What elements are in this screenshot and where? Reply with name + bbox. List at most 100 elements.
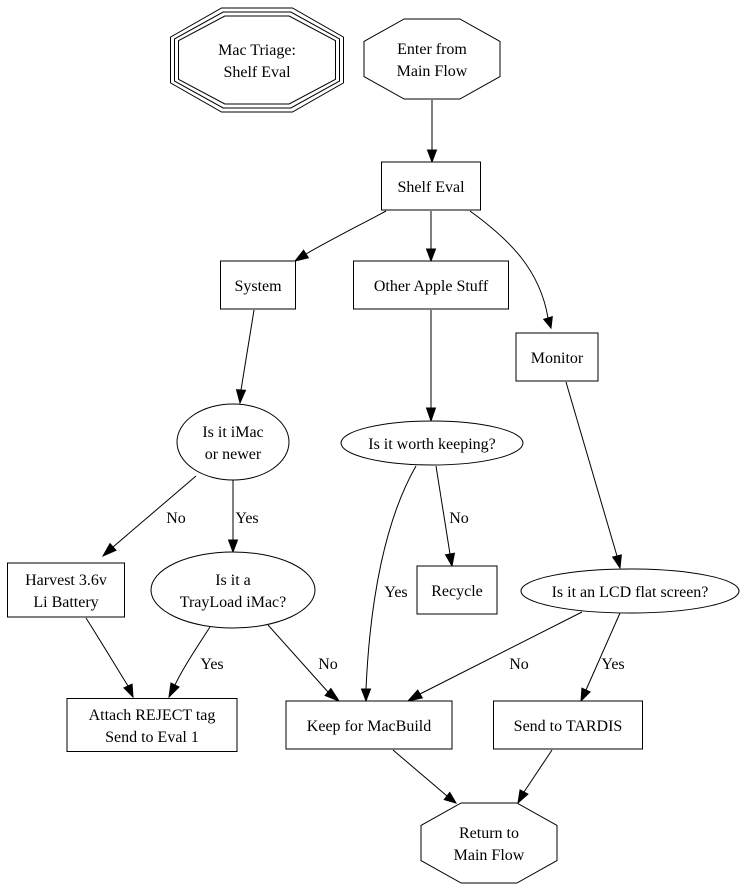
node-label: Main Flow	[454, 847, 525, 864]
arrowhead-icon	[542, 316, 553, 330]
node-label: Is it iMac	[202, 424, 263, 441]
arrowhead-icon	[425, 248, 437, 263]
node-label: Recycle	[431, 583, 483, 600]
arrowhead-icon	[168, 682, 180, 699]
box-shape	[515, 332, 599, 382]
edge-line	[365, 465, 417, 690]
node-label: Shelf Eval	[397, 179, 465, 196]
edge-system-to-imac_or_newer	[235, 309, 255, 405]
edge-harvest-to-reject	[85, 617, 134, 699]
node-system[interactable]: System	[220, 260, 296, 310]
node-label: Send to Eval 1	[105, 729, 199, 746]
node-tardis[interactable]: Send to TARDIS	[493, 700, 643, 750]
node-keep[interactable]: Keep for MacBuild	[285, 700, 453, 750]
edge-line	[565, 381, 618, 557]
node-worth-keeping[interactable]: Is it worth keeping?	[340, 420, 524, 466]
edge-lcd-to-keep: No	[406, 611, 583, 702]
arrowhead-icon	[360, 688, 372, 703]
edge-line	[392, 749, 448, 797]
edge-label: Yes	[384, 584, 407, 601]
node-lcd[interactable]: Is it an LCD flat screen?	[520, 568, 740, 614]
decision-ellipse	[340, 420, 524, 466]
decision-ellipse	[150, 551, 316, 629]
box-shape	[416, 565, 498, 615]
triple-octagon-ring	[178, 15, 336, 105]
edge-label: No	[318, 656, 338, 673]
box-shape	[7, 562, 125, 618]
arrowhead-icon	[123, 683, 134, 699]
node-trayload[interactable]: Is it a TrayLoad iMac?	[150, 551, 316, 629]
arrowhead-icon	[426, 149, 438, 164]
edge-other_apple-to-worth_keeping	[425, 310, 437, 423]
edge-line	[523, 749, 553, 793]
node-recycle[interactable]: Recycle	[416, 565, 498, 615]
arrowhead-icon	[293, 249, 310, 262]
edge-tardis-to-return	[517, 749, 553, 805]
arrowhead-icon	[580, 687, 591, 703]
edge-keep-to-return	[392, 749, 458, 804]
edge-line	[267, 624, 329, 693]
arrowhead-icon	[324, 687, 341, 703]
box-shape	[353, 260, 509, 310]
edge-trayload-to-keep: No	[267, 624, 341, 703]
arrowhead-icon	[444, 552, 456, 568]
edge-label: Yes	[200, 656, 223, 673]
edge-line	[585, 612, 621, 691]
edge-line	[174, 626, 211, 686]
node-other-apple[interactable]: Other Apple Stuff	[353, 260, 509, 310]
arrowhead-icon	[443, 791, 458, 804]
node-label: Attach REJECT tag	[89, 707, 216, 724]
node-label: TrayLoad iMac?	[180, 594, 287, 611]
node-label: Enter from	[397, 41, 467, 58]
node-label: Monitor	[531, 350, 584, 367]
node-shelf-eval[interactable]: Shelf Eval	[381, 161, 481, 211]
octagon-shape	[420, 802, 558, 884]
edge-trayload-to-reject: Yes	[168, 626, 224, 699]
node-title[interactable]: Mac Triage:Shelf Eval	[170, 7, 344, 113]
node-label: Send to TARDIS	[514, 718, 623, 735]
node-label: Keep for MacBuild	[307, 718, 431, 735]
box-shape	[381, 161, 481, 211]
arrowhead-icon	[101, 542, 117, 558]
node-monitor[interactable]: Monitor	[515, 332, 599, 382]
edge-line	[469, 210, 549, 319]
node-label: Main Flow	[397, 63, 468, 80]
box-shape	[66, 698, 238, 752]
edge-line	[435, 465, 451, 555]
edge-line	[85, 617, 129, 687]
arrowhead-icon	[227, 539, 239, 554]
edge-worth_keeping-to-recycle: No	[435, 465, 469, 568]
arrowhead-icon	[517, 789, 529, 805]
node-label: Mac Triage:	[218, 42, 296, 59]
node-label: Is it worth keeping?	[368, 436, 496, 453]
node-label: Is it a	[215, 572, 251, 589]
edge-shelf_eval-to-other_apple	[425, 211, 437, 263]
node-label: Other Apple Stuff	[374, 278, 489, 295]
edge-shelf_eval-to-system	[293, 210, 387, 262]
edge-enter-to-shelf_eval	[426, 100, 438, 164]
edge-line	[112, 475, 197, 548]
arrowhead-icon	[425, 407, 437, 423]
arrowhead-icon	[611, 554, 622, 570]
edge-label: Yes	[601, 656, 624, 673]
edge-imac_or_newer-to-harvest: No	[101, 475, 197, 558]
edge-label: No	[509, 656, 529, 673]
arrowhead-icon	[406, 689, 424, 702]
node-label: Harvest 3.6v	[25, 572, 107, 589]
edge-line	[240, 309, 255, 391]
edge-label: No	[449, 510, 469, 527]
edge-shelf_eval-to-monitor	[469, 210, 553, 330]
box-shape	[285, 700, 453, 750]
edge-line	[419, 611, 583, 695]
node-label: System	[234, 278, 282, 295]
decision-ellipse	[520, 568, 740, 614]
edge-lcd-to-tardis: Yes	[580, 612, 625, 703]
